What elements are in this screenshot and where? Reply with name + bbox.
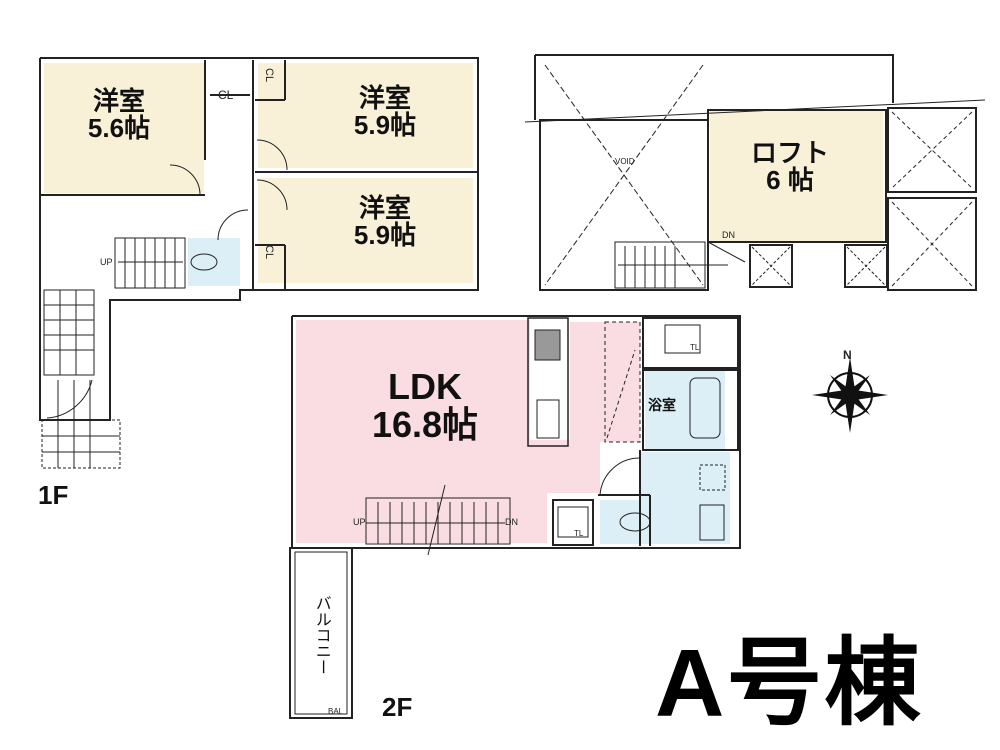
floor-label-2f: 2F (382, 692, 413, 722)
closet-label-2: CL (263, 68, 275, 83)
balcony-code: BAL (328, 707, 344, 716)
toilet-tag-1: TL (690, 343, 700, 352)
room-size: 5.9帖 (353, 110, 417, 141)
closet-label-1: CL (218, 88, 234, 102)
room-name: 洋室 (92, 86, 145, 116)
toilet-1f-fill (188, 238, 240, 286)
closet-label-3: CL (263, 245, 275, 260)
second-floor-plan (289, 315, 741, 719)
room-label-bedroom-3: 洋室 5.9帖 (330, 193, 440, 251)
first-floor-plan (39, 57, 479, 469)
stairs-dn-label-2f: DN (505, 517, 518, 527)
room-label-bedroom-1: 洋室 5.6帖 (64, 86, 174, 144)
room-name: LDK (388, 366, 462, 407)
bedroom-5-9-lower-fill (258, 178, 473, 283)
bathroom-fill (645, 370, 725, 450)
stairs-up-label-2f: UP (353, 517, 366, 527)
room-label-balcony: バルコニー (312, 595, 330, 675)
bedroom-5-9-upper-fill (258, 63, 473, 168)
building-title: A号棟 (655, 630, 923, 737)
room-size: 6 帖 (766, 165, 814, 196)
toilet-tag-2: TL (574, 529, 584, 538)
compass-north-label: N (843, 348, 852, 362)
loft-room-fill (710, 111, 883, 241)
stairs-dn-label-loft: DN (722, 230, 735, 240)
room-label-bedroom-2: 洋室 5.9帖 (330, 83, 440, 141)
stairs-up-label-1f: UP (100, 257, 113, 267)
compass-icon (812, 357, 888, 433)
room-label-bath: 浴室 (648, 397, 676, 413)
room-name: 洋室 (358, 193, 411, 223)
ldk-fill (296, 320, 600, 543)
room-label-ldk: LDK 16.8帖 (340, 368, 510, 444)
washroom-fill (640, 452, 730, 544)
room-size: 16.8帖 (371, 403, 479, 445)
room-size: 5.9帖 (353, 220, 417, 251)
room-label-loft: ロフト 6 帖 (730, 138, 850, 196)
floor-label-1f: 1F (38, 480, 69, 510)
toilet-2f-fill (600, 500, 652, 544)
room-name: ロフト (750, 138, 829, 168)
loft-floor-plan (524, 54, 986, 291)
room-size: 5.6帖 (87, 113, 151, 144)
room-name: 洋室 (358, 83, 411, 113)
bedroom-5-6-fill (44, 63, 204, 193)
ldk-hall-fill (570, 322, 640, 442)
void-label: VOID (615, 157, 635, 166)
